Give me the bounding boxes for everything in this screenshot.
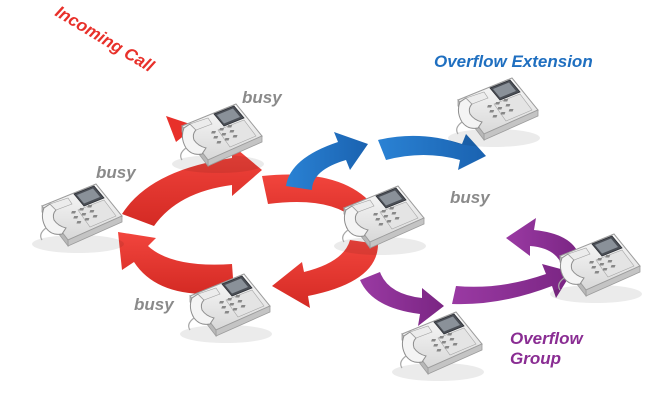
overflow-group-arrow-bottom (452, 264, 572, 305)
phone-overflow-group-bottom-icon (391, 311, 485, 382)
busy-label-top: busy (242, 88, 283, 107)
incoming-call-label: Incoming Call (52, 2, 158, 76)
overflow-extension-arrow-1 (286, 132, 368, 190)
ring-arrow-top-right (262, 174, 386, 236)
overflow-extension-arrow-2 (378, 134, 486, 170)
overflow-group-label-line2: Group (510, 349, 561, 368)
overflow-group-label-line1: Overflow (510, 329, 585, 348)
busy-label-left: busy (96, 163, 137, 182)
phone-left-icon (31, 183, 125, 254)
busy-label-right: busy (450, 188, 491, 207)
busy-label-bottom: busy (134, 295, 175, 314)
phone-overflow-extension-icon (447, 77, 541, 148)
ring-arrow-bottom-right (272, 240, 378, 308)
overflow-group-arrow-left (360, 272, 444, 326)
ring-arrow-bottom-left (118, 232, 234, 294)
hunt-ring (118, 145, 386, 308)
incoming-call-arrow (166, 116, 196, 142)
phone-top-icon (171, 103, 265, 174)
overflow-group-arrows (360, 218, 580, 326)
overflow-group-arrow-top (506, 218, 580, 266)
overflow-extension-label: Overflow Extension (434, 52, 593, 71)
overflow-extension-arrows (286, 132, 486, 190)
